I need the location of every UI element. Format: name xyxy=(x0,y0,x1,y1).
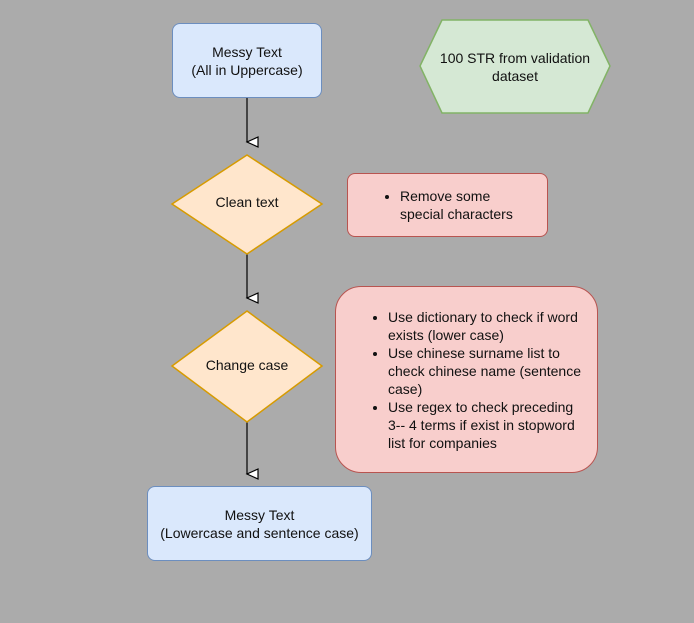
case-note-line: Use dictionary to check if word xyxy=(388,309,578,325)
case-note-item: Use chinese surname list to check chines… xyxy=(388,344,597,398)
change-case-label: Change case xyxy=(205,357,289,373)
clean-text-decision[interactable] xyxy=(170,154,324,255)
node-label-line2: (All in Uppercase) xyxy=(191,61,303,78)
clean-note-item: Remove some special characters xyxy=(400,187,547,223)
messy-text-uppercase-node[interactable]: Messy Text (All in Uppercase) xyxy=(172,23,322,98)
case-note-line: exists (lower case) xyxy=(388,327,504,343)
clean-note-list: Remove some special characters xyxy=(348,187,547,223)
case-note-line: case) xyxy=(388,381,423,397)
case-note-list: Use dictionary to check if word exists (… xyxy=(336,308,597,452)
node-label-line2: (Lowercase and sentence case) xyxy=(160,524,359,541)
case-note-line: list for companies xyxy=(388,435,497,451)
case-note-line: check chinese name (sentence xyxy=(388,363,581,379)
case-note-line: 3-- 4 terms if exist in stopword xyxy=(388,417,575,433)
node-label-line1: Messy Text xyxy=(224,506,295,523)
messy-text-lowercase-node[interactable]: Messy Text (Lowercase and sentence case) xyxy=(147,486,372,561)
case-note-line: Use chinese surname list to xyxy=(388,345,560,361)
case-note-item: Use regex to check preceding 3-- 4 terms… xyxy=(388,398,597,452)
dataset-label: 100 STR from validation dataset xyxy=(420,49,610,85)
change-case-decision[interactable] xyxy=(170,310,324,423)
case-note-item: Use dictionary to check if word exists (… xyxy=(388,308,597,344)
dataset-label-line2: dataset xyxy=(492,68,538,84)
clean-note-line2: special characters xyxy=(400,206,513,222)
dataset-hexagon[interactable] xyxy=(419,19,611,114)
clean-note-line1: Remove some xyxy=(400,188,491,204)
node-label-line1: Messy Text xyxy=(212,43,282,60)
clean-text-note[interactable]: Remove some special characters xyxy=(347,173,548,237)
dataset-label-line1: 100 STR from validation xyxy=(439,50,591,66)
case-note-line: Use regex to check preceding xyxy=(388,399,574,415)
change-case-note[interactable]: Use dictionary to check if word exists (… xyxy=(335,286,598,473)
clean-text-label: Clean text xyxy=(215,194,279,210)
